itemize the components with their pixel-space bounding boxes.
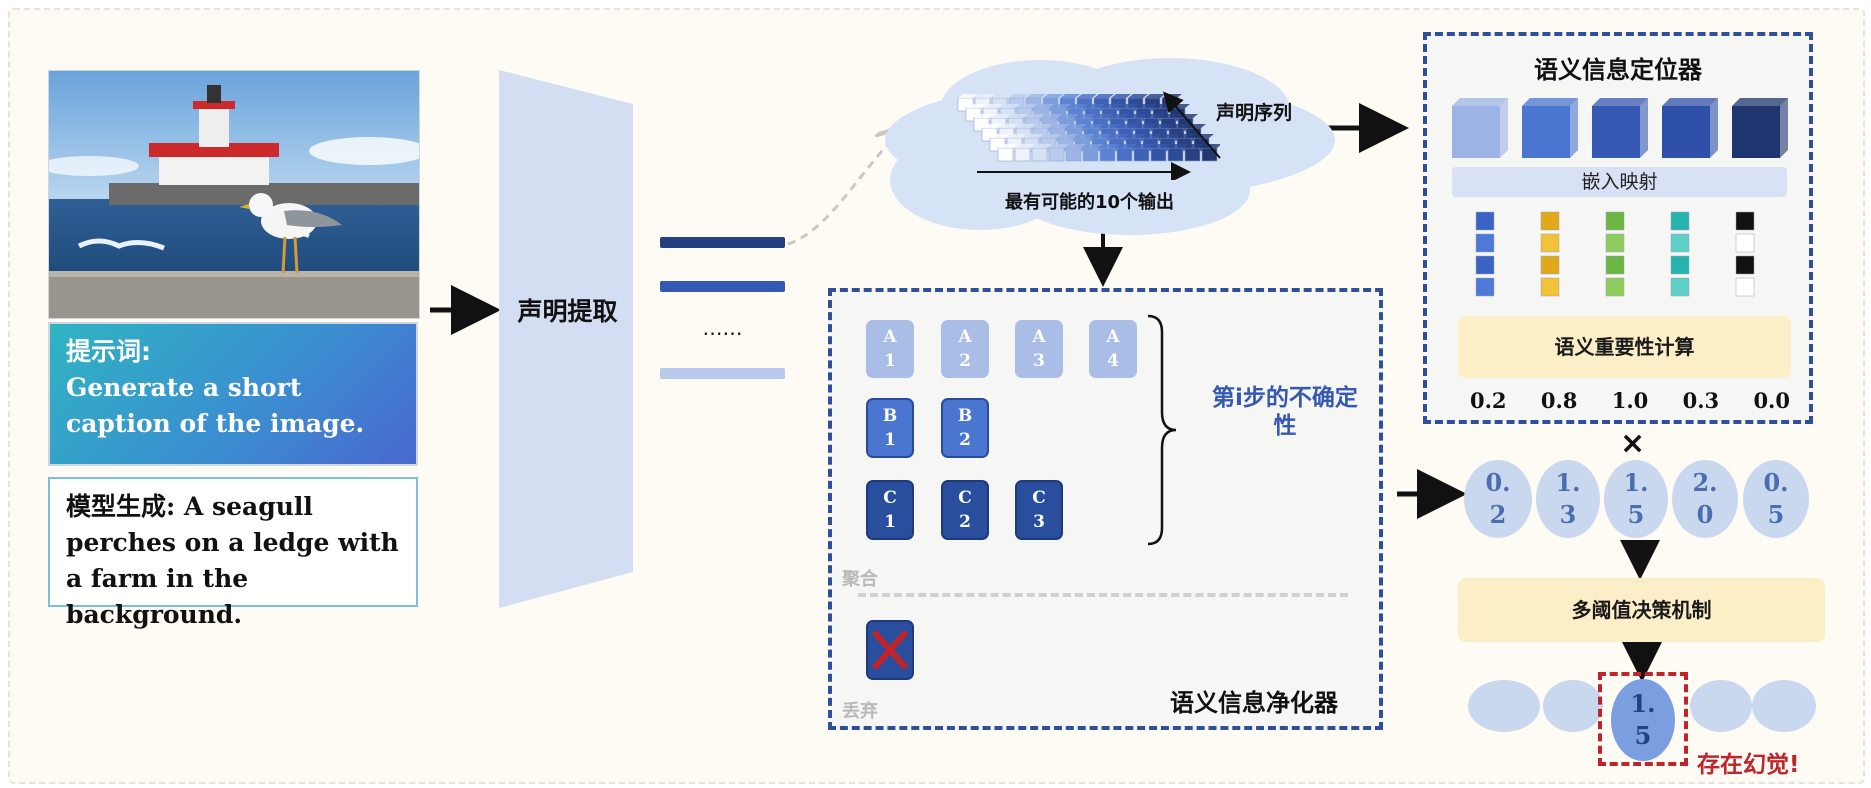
embedding-cell xyxy=(1735,233,1755,253)
weight-value: 0.3 xyxy=(1682,388,1720,413)
input-image xyxy=(48,70,420,319)
matrix-cube xyxy=(1014,144,1035,162)
cube-icon xyxy=(1662,98,1718,158)
embedding-cell xyxy=(1540,277,1560,297)
embedding-cell xyxy=(1540,255,1560,275)
weight-value: 0.0 xyxy=(1753,388,1790,413)
top10-label: 最有可能的10个输出 xyxy=(1005,192,1175,213)
separator-line xyxy=(858,593,1348,597)
matrix-cube xyxy=(1133,144,1154,162)
embedding-cell xyxy=(1735,277,1755,297)
token-b2: B 2 xyxy=(941,398,989,458)
claim-bar-n xyxy=(660,368,785,379)
score-ellipse: 0. 2 xyxy=(1464,460,1532,538)
claim-bar-1 xyxy=(660,237,785,248)
weight-value: 0.8 xyxy=(1540,388,1578,413)
cloud-axes xyxy=(977,91,1221,180)
generated-caption-box: 模型生成: A seagull perches on a ledge with … xyxy=(48,477,418,629)
score-ellipse: 1. 5 xyxy=(1604,460,1668,538)
embedding-cell xyxy=(1735,255,1755,275)
matrix-cube xyxy=(1167,144,1188,162)
claim-bar-2 xyxy=(660,281,785,292)
embedding-cell xyxy=(1670,255,1690,275)
cube-icon xyxy=(1732,98,1788,158)
cube-icon xyxy=(1522,98,1578,158)
score-ellipse: 1. 3 xyxy=(1536,460,1600,538)
matrix-cube xyxy=(997,144,1018,162)
weight-value: 1.0 xyxy=(1611,388,1649,413)
embedding-cell xyxy=(1605,233,1625,253)
matrix-cube xyxy=(1150,144,1171,162)
token-b1: B 1 xyxy=(866,398,914,458)
token-c1: C 1 xyxy=(866,480,914,540)
locator-cubes xyxy=(1452,98,1788,158)
matrix-cube xyxy=(1184,144,1205,162)
embedding-cell xyxy=(1735,211,1755,231)
token-a3: A 3 xyxy=(1015,320,1063,378)
embedding-cell xyxy=(1475,211,1495,231)
embedding-cell xyxy=(1475,233,1495,253)
embedding-cell xyxy=(1540,211,1560,231)
result-ellipse xyxy=(1468,680,1540,732)
weight-value: 0.2 xyxy=(1470,388,1507,413)
brace-icon xyxy=(1147,314,1177,546)
cube-icon xyxy=(1452,98,1508,158)
multiply-symbol: × xyxy=(1620,426,1646,461)
matrix-cube xyxy=(1048,144,1069,162)
discard-token xyxy=(866,620,914,680)
token-a1: A 1 xyxy=(866,320,914,378)
discard-label: 丢弃 xyxy=(842,701,878,722)
matrix-cube xyxy=(1082,144,1103,162)
result-ellipse xyxy=(1543,680,1603,732)
token-a2: A 2 xyxy=(941,320,989,378)
embedding-cell xyxy=(1605,255,1625,275)
weights-row: 0.2 0.8 1.0 0.3 0.0 xyxy=(1470,388,1790,413)
cube-icon xyxy=(1592,98,1648,158)
claim-extractor-shape xyxy=(499,70,633,608)
embedding-cell xyxy=(1540,233,1560,253)
claim-extractor-label: 声明提取 xyxy=(517,297,618,326)
result-ellipse xyxy=(1690,680,1752,732)
matrix-cube xyxy=(1031,144,1052,162)
locator-title: 语义信息定位器 xyxy=(1534,56,1702,84)
embedding-cell xyxy=(1605,211,1625,231)
hallucination-label: 存在幻觉! xyxy=(1697,752,1800,778)
sequence-label: 声明序列 xyxy=(1216,102,1293,124)
embedding-cell xyxy=(1605,277,1625,297)
embedding-cell xyxy=(1670,233,1690,253)
prompt-box: 提示词: Generate a short caption of the ima… xyxy=(48,322,418,466)
score-ellipse: 2. 0 xyxy=(1672,460,1738,538)
matrix-cube xyxy=(1065,144,1086,162)
generated-text: : A seagull perches on a ledge with a fa… xyxy=(66,492,399,629)
score-ellipse: 0. 5 xyxy=(1743,460,1809,538)
matrix-cube xyxy=(1116,144,1137,162)
highlighted-score: 1. 5 xyxy=(1611,679,1675,761)
result-ellipse xyxy=(1752,680,1816,732)
matrix-cube xyxy=(1099,144,1120,162)
embedding-cell xyxy=(1475,255,1495,275)
prompt-text: Generate a short caption of the image. xyxy=(66,373,365,438)
token-c2: C 2 xyxy=(941,480,989,540)
claims-ellipsis: …… xyxy=(702,316,743,340)
hallucination-highlight-box xyxy=(1598,672,1688,766)
embedding-cell xyxy=(1475,277,1495,297)
uncertainty-label: 第i步的不确定性 xyxy=(1212,385,1358,439)
token-c3: C 3 xyxy=(1015,480,1063,540)
embedding-columns xyxy=(1475,211,1755,297)
embed-mapping-bar: 嵌入映射 xyxy=(1452,167,1787,197)
purifier-title: 语义信息净化器 xyxy=(1170,689,1338,717)
embedding-cell xyxy=(1670,211,1690,231)
token-a4: A 4 xyxy=(1089,320,1137,378)
token-matrix-3d xyxy=(957,94,1220,162)
cross-icon xyxy=(871,630,909,670)
embedding-cell xyxy=(1670,277,1690,297)
decision-mechanism-bar: 多阈值决策机制 xyxy=(1458,578,1825,642)
generated-label: 模型生成 xyxy=(66,492,167,521)
prompt-label: 提示词: xyxy=(66,337,151,366)
importance-calc-bar: 语义重要性计算 xyxy=(1458,316,1791,378)
aggregate-label: 聚合 xyxy=(842,569,878,590)
